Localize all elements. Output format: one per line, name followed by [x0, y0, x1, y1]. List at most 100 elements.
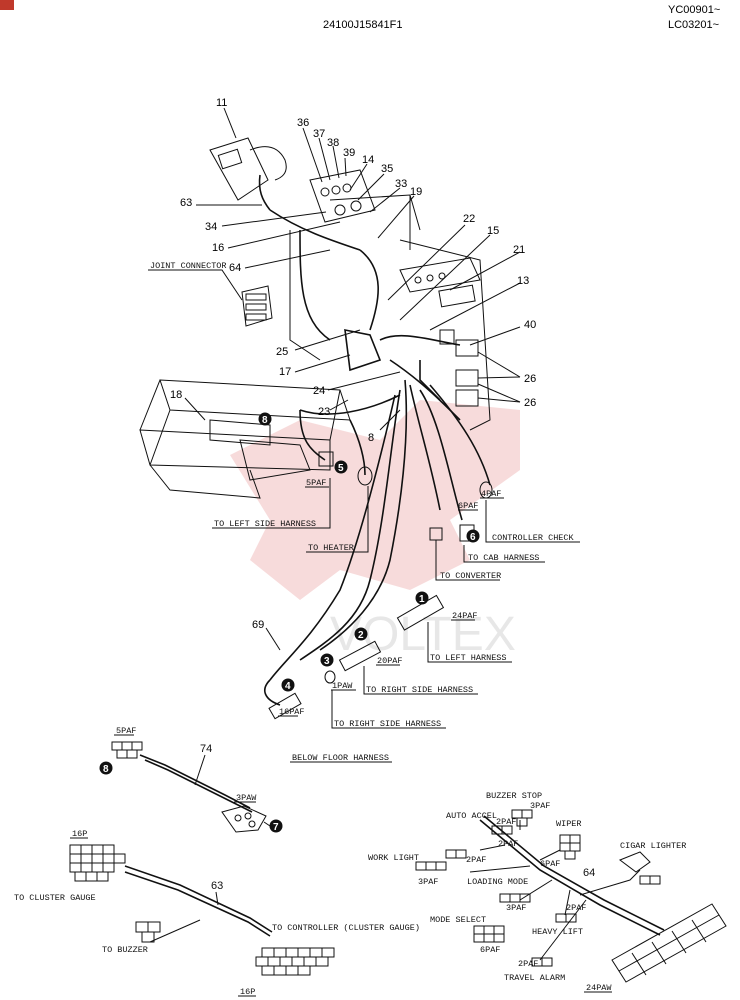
part-number: 35 — [381, 163, 393, 175]
connector-grid-16p-top — [69, 844, 126, 882]
part-number: 21 — [513, 244, 525, 256]
callout-number: 5 — [338, 463, 344, 474]
connector-20paf: 20PAF — [377, 656, 403, 666]
part-number: 38 — [327, 137, 339, 149]
serial-line-2: LC03201~ — [668, 19, 719, 31]
part-number: 14 — [362, 154, 374, 166]
upper-text-labels: JOINT CONNECTOR 5PAF 6PAF 4PAF 24PAF 20P… — [150, 261, 575, 729]
buzzer-connector — [135, 921, 161, 943]
to-cluster-gauge-label: TO CLUSTER GAUGE — [14, 893, 96, 903]
part-number: 23 — [318, 406, 330, 418]
travel-alarm-label: TRAVEL ALARM — [504, 973, 565, 983]
connector-5paf: 5PAF — [306, 478, 326, 488]
part-number: 13 — [517, 275, 529, 287]
part-number: 16 — [212, 242, 224, 254]
to-left-harness-label: TO LEFT HARNESS — [430, 653, 507, 663]
connector-16paf: 16PAF — [279, 707, 305, 717]
connector-3paf: 3PAF — [506, 903, 526, 913]
connector-16p-bottom: 16P — [240, 987, 255, 997]
connector-3paf: 3PAF — [418, 877, 438, 887]
callout-number: 6 — [470, 532, 476, 543]
wiper-connector — [559, 834, 581, 860]
to-right-side-harness-label: TO RIGHT SIDE HARNESS — [334, 719, 441, 729]
corner-mark — [0, 0, 14, 10]
connector-2paf: 2PAF — [566, 903, 586, 913]
part-number: 33 — [395, 178, 407, 190]
part-number: 11 — [216, 97, 227, 109]
wiper-label: WIPER — [556, 819, 582, 829]
leader-lines — [148, 107, 580, 729]
connector-4paf: 4PAF — [481, 489, 501, 499]
heavy-lift-connector — [555, 913, 577, 923]
buzzer-stop-label: BUZZER STOP — [486, 791, 542, 801]
to-cab-harness-label: TO CAB HARNESS — [468, 553, 539, 563]
work-light-label: WORK LIGHT — [368, 853, 419, 863]
travel-alarm-connector — [531, 957, 553, 967]
cigar-lighter — [618, 851, 661, 885]
connector-2paf: 2PAF — [496, 817, 516, 827]
to-right-side-harness-label: TO RIGHT SIDE HARNESS — [366, 685, 473, 695]
part-number: 63 — [180, 197, 192, 209]
connector-24paw: 24PAW — [586, 983, 612, 993]
callout-number: 2 — [358, 630, 364, 641]
part-number: 64 — [229, 262, 241, 274]
part-number: 22 — [463, 213, 475, 225]
auto-accel-connector — [491, 825, 513, 835]
callout-number: 7 — [273, 822, 279, 833]
connector-grid — [111, 741, 143, 759]
connector-24paw — [611, 903, 727, 983]
to-heater-label: TO HEATER — [308, 543, 354, 553]
connector-5paf: 5PAF — [116, 726, 136, 736]
mode-select-connector — [473, 925, 505, 943]
callout-circles: 8 5 6 1 2 3 4 8 7 — [99, 412, 480, 833]
doc-code: 24100J15841F1 — [323, 19, 403, 31]
part-number-labels: 11 36 37 38 39 14 35 33 19 63 34 16 64 2… — [170, 97, 536, 631]
part-number: 26 — [524, 397, 536, 409]
part-number: 26 — [524, 373, 536, 385]
cigar-lighter-label: CIGAR LIGHTER — [620, 841, 686, 851]
mode-select-label: MODE SELECT — [430, 915, 486, 925]
connector-3paf: 3PAF — [530, 801, 550, 811]
part-number: 19 — [410, 186, 422, 198]
connector-6paf: 6PAF — [540, 859, 560, 869]
callout-number: 4 — [285, 681, 291, 692]
connector-3paw: 3PAW — [236, 793, 257, 803]
below-floor-harness-title: BELOW FLOOR HARNESS — [292, 753, 389, 763]
to-converter-label: TO CONVERTER — [440, 571, 501, 581]
connector-2paf: 2PAF — [498, 839, 518, 849]
serial-line-1: YC00901~ — [668, 4, 720, 16]
callout-number: 3 — [324, 656, 330, 667]
loading-mode-connector — [499, 893, 531, 903]
part-number: 18 — [170, 389, 182, 401]
connector-2paf: 2PAF — [518, 959, 538, 969]
part-number: 34 — [205, 221, 217, 233]
part-number: 25 — [276, 346, 288, 358]
part-number-63: 63 — [211, 880, 223, 892]
part-number-74: 74 — [200, 743, 212, 755]
part-number: 40 — [524, 319, 536, 331]
part-number: 24 — [313, 385, 325, 397]
connector-16p-top: 16P — [72, 829, 87, 839]
lower-left-harnesses: BELOW FLOOR HARNESS 5PAF 74 3PAW 16P — [14, 726, 420, 997]
heavy-lift-label: HEAVY LIFT — [532, 927, 583, 937]
connector-6paf: 6PAF — [458, 501, 478, 511]
connector-1paw: 1PAW — [332, 681, 353, 691]
to-controller-label: TO CONTROLLER (CLUSTER GAUGE) — [272, 923, 420, 933]
watermark-logo — [230, 400, 520, 600]
part-number: 36 — [297, 117, 309, 129]
part-number-64: 64 — [583, 867, 595, 879]
connector-6paf: 6PAF — [480, 945, 500, 955]
joint-connector-label: JOINT CONNECTOR — [150, 261, 227, 271]
auto-accel-label: AUTO ACCEL — [446, 811, 497, 821]
part-number: 17 — [279, 366, 291, 378]
loading-mode-label: LOADING MODE — [467, 877, 528, 887]
callout-number: 1 — [419, 594, 425, 605]
work-light-connector — [415, 849, 467, 871]
lower-right-harness: BUZZER STOP 3PAF AUTO ACCEL 2PAF WIPER 2… — [368, 791, 727, 993]
callout-number: 8 — [262, 415, 268, 426]
connector-2paf: 2PAF — [466, 855, 486, 865]
connector-grid-16p-bottom — [255, 947, 335, 976]
to-left-side-harness-label: TO LEFT SIDE HARNESS — [214, 519, 316, 529]
part-number: 15 — [487, 225, 499, 237]
